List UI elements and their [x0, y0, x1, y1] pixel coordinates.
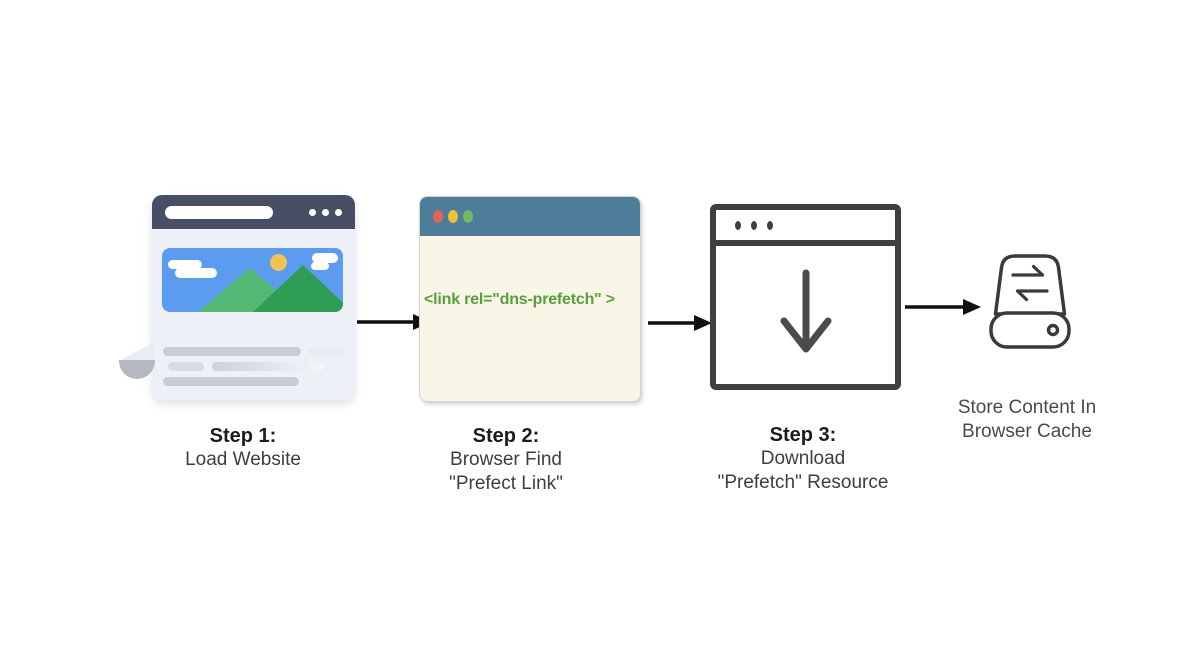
step2-title: Step 2: [472, 425, 540, 447]
website-hero-image [162, 248, 343, 312]
page-curl [119, 342, 154, 361]
step2-label: Step 2: Browser Find "Prefect Link" [406, 424, 606, 496]
browser-titlebar [420, 197, 640, 236]
window-dot-icon [767, 220, 773, 230]
transfer-arrows-icon [1011, 264, 1049, 302]
traffic-light-red-icon [433, 210, 443, 223]
window-dot-icon [309, 208, 316, 216]
cache-label: Store Content In Browser Cache [922, 396, 1132, 444]
step3-download-window [710, 204, 901, 390]
window-dot-icon [335, 208, 342, 216]
step2-code-window: <link rel="dns-prefetch" > [420, 197, 640, 401]
text-line [168, 362, 204, 371]
text-line [163, 347, 301, 356]
browser-titlebar [152, 195, 355, 229]
traffic-light-green-icon [463, 210, 473, 223]
window-dot-icon [751, 220, 757, 230]
download-arrow-icon [780, 269, 831, 353]
cache-line: Browser Cache [962, 421, 1092, 442]
step3-line: "Prefetch" Resource [717, 472, 889, 493]
step1-line: Load Website [185, 449, 301, 470]
window-dots [309, 208, 342, 216]
prefetch-code-text: <link rel="dns-prefetch" > [424, 291, 615, 308]
cache-line: Store Content In [957, 397, 1097, 418]
cloud-icon [311, 262, 329, 270]
step2-line: "Prefect Link" [449, 473, 563, 494]
step3-label: Step 3: Download "Prefetch" Resource [688, 423, 918, 495]
step1-browser-window [119, 195, 355, 400]
step2-line: Browser Find [450, 449, 562, 470]
drive-cache-icon [989, 254, 1071, 349]
step3-line: Download [760, 448, 846, 469]
page-curl [119, 360, 155, 379]
traffic-light-yellow-icon [448, 210, 458, 223]
step1-title: Step 1: [209, 425, 277, 447]
flow-arrow-icon [648, 315, 712, 331]
window-dot-icon [735, 220, 741, 230]
flow-arrow-icon [905, 299, 981, 315]
sun-icon [270, 254, 287, 271]
cloud-icon [175, 268, 217, 278]
cloud-icon [168, 260, 202, 269]
step1-label: Step 1: Load Website [143, 424, 343, 472]
cloud-icon [312, 253, 338, 263]
text-line [309, 347, 345, 356]
window-dot-icon [322, 208, 329, 216]
url-bar [165, 205, 273, 219]
step3-title: Step 3: [769, 424, 837, 446]
text-line [212, 362, 324, 371]
browser-titlebar [716, 210, 895, 246]
download-window-body [716, 246, 895, 384]
text-line [163, 377, 299, 386]
